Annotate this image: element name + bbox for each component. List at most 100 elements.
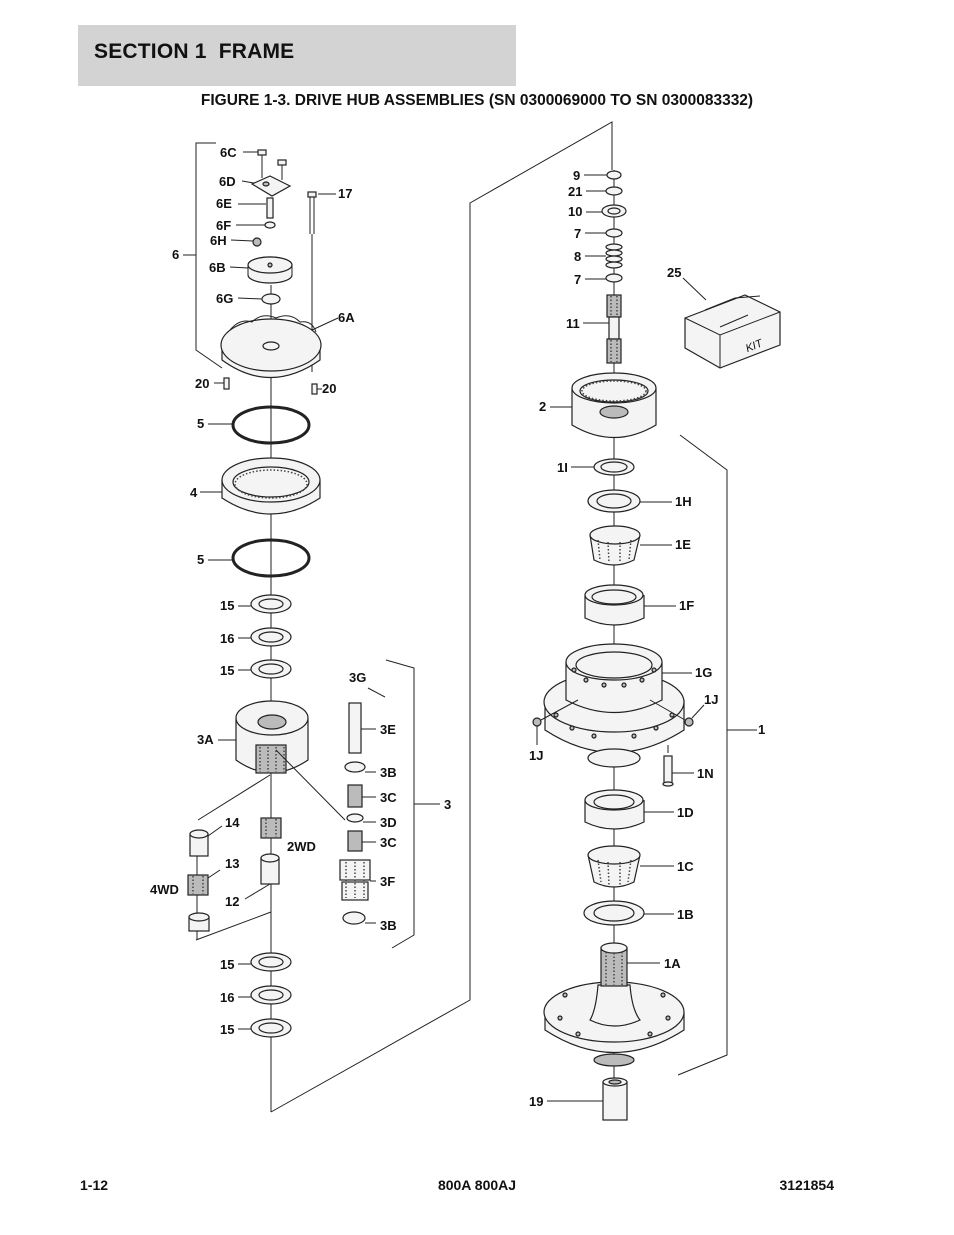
callout-16-b: 16 [220,990,234,1005]
callout-12: 12 [225,894,239,909]
callout-3E: 3E [380,722,396,737]
bushing-12 [244,853,280,900]
cover-6b [229,256,293,284]
plug-1j-right [649,699,705,727]
callout-15-c: 15 [220,957,234,972]
cluster-gear-3f [339,859,376,901]
stud-1n [662,745,694,787]
callout-1B: 1B [677,907,694,922]
bearing-cup-1d [584,789,674,830]
callout-15-d: 15 [220,1022,234,1037]
callout-1: 1 [758,722,765,737]
ring-6g [237,293,281,305]
o-ring-5-upper [231,405,311,445]
callout-1E: 1E [675,537,691,552]
callout-1D: 1D [677,805,694,820]
callout-1F: 1F [679,598,694,613]
bearing-3c-lower [347,830,363,852]
washers-upper [238,594,292,679]
figure-title: FIGURE 1-3. DRIVE HUB ASSEMBLIES (SN 030… [200,92,754,109]
callout-3B-upper: 3B [380,765,397,780]
callout-3C-lower: 3C [380,835,397,850]
callout-7-upper: 7 [574,226,581,241]
ring-gear-4 [200,457,321,515]
gear-13-4wd [187,869,221,896]
callout-4WD: 4WD [150,882,179,897]
callout-1C: 1C [677,859,694,874]
callout-3D: 3D [380,815,397,830]
callout-1I: 1I [557,460,568,475]
callout-19: 19 [529,1094,543,1109]
callout-3A: 3A [197,732,214,747]
callout-6A: 6A [338,310,355,325]
hub-1g [543,643,692,768]
footer-model: 800A 800AJ [437,1177,517,1193]
bracket-6 [195,142,223,369]
washer-3b-upper [344,761,366,773]
callout-6C: 6C [220,145,237,160]
pin-6e [238,197,274,219]
o-ring-5-lower [231,538,311,578]
plug-1j-left [532,699,579,745]
washer-7-upper [585,228,623,238]
bushing-14 [189,825,223,857]
callout-3F: 3F [380,874,395,889]
callout-5-lower: 5 [197,552,204,567]
bracket-3 [385,659,415,949]
seal-1b [583,900,674,926]
callout-3G: 3G [349,670,366,685]
callout-25: 25 [667,265,681,280]
callout-15-b: 15 [220,663,234,678]
washer-6f [236,221,276,229]
spring-8 [585,243,623,269]
callout-1N: 1N [697,766,714,781]
callout-7-lower: 7 [574,272,581,287]
plug-6h [230,237,262,247]
bearing-cone-1e [589,525,672,566]
spacer-3d [346,813,364,823]
pin-3g [367,687,386,698]
footer-doc-number: 3121854 [779,1177,834,1193]
plate-6d [241,159,292,197]
pin-20-left [214,377,230,390]
seal-1h [587,489,672,513]
coupling-19 [547,1077,628,1121]
callout-15-a: 15 [220,598,234,613]
callout-10: 10 [568,204,582,219]
callout-20-right: 20 [322,381,336,396]
callout-3B-lower: 3B [380,918,397,933]
callout-4: 4 [190,485,198,500]
bearing-cup-1f [584,584,676,626]
callout-1J-right: 1J [704,692,718,707]
callout-6H: 6H [210,233,227,248]
retaining-ring-9 [584,170,622,180]
washers-lower [238,952,292,1038]
cover-plate-6a [220,315,339,378]
callout-17: 17 [338,186,352,201]
bearing-cone-1c [587,845,674,888]
bushing-4wd-lower [188,912,210,932]
carrier-3a [218,700,346,821]
callout-6G: 6G [216,291,233,306]
callout-1J-left: 1J [529,748,543,763]
callout-6F: 6F [216,218,231,233]
ring-21 [586,186,623,196]
washer-3b-lower [342,911,366,925]
kit-box-25: KIT [682,277,781,369]
callout-3: 3 [444,797,451,812]
shaft-11 [583,294,622,364]
footer-page-number: 1-12 [80,1177,109,1193]
callout-6D: 6D [219,174,236,189]
callout-1H: 1H [675,494,692,509]
callout-1G: 1G [695,665,712,680]
callout-9: 9 [573,168,580,183]
ring-gear-2 [550,372,657,439]
callout-6: 6 [172,247,179,262]
section-title: SECTION 1 FRAME [94,40,295,63]
pin-20-right [311,383,322,395]
callout-21: 21 [568,184,582,199]
bolt-6c [243,149,267,178]
washer-7-lower [585,273,623,283]
assembly-link-line [270,121,613,1113]
